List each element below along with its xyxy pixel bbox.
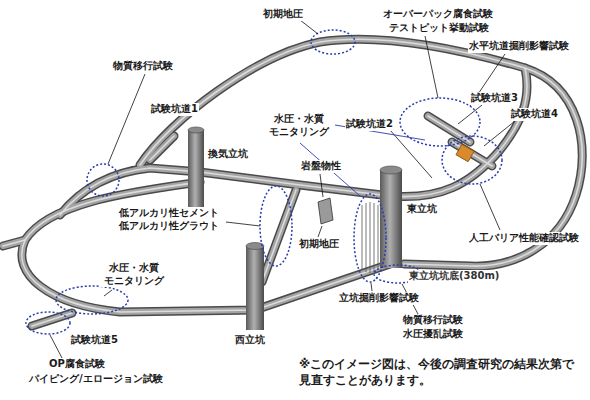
callout-label: 水平坑道掘削影響試験 <box>468 40 570 53</box>
callout-label: 初期地圧 <box>262 8 304 21</box>
callout-label: 試験坑道2 <box>345 118 394 131</box>
rock-sample <box>318 198 333 224</box>
callout-label: 東立坑 <box>406 203 438 216</box>
callout-label: 東立坑坑底(380m) <box>408 270 500 283</box>
callout-label: 試験坑道5 <box>70 334 119 347</box>
callout-label: 水圧・水質 モニタリング <box>100 262 168 287</box>
callout-label: 試験坑道3 <box>470 92 519 105</box>
callout-label: 岩盤物性 <box>300 160 342 173</box>
callout-label: 試験坑道1 <box>150 103 199 116</box>
callout-label: 物質移行試験 <box>112 60 174 73</box>
callout-label: 水圧擾乱試験 <box>402 328 464 341</box>
callout-label: 物質移行試験 <box>402 314 464 327</box>
revision-note: ※このイメージ図は、今後の調査研究の結果次第で 見直すことがあります。 <box>297 356 586 388</box>
barrier-band <box>456 144 474 161</box>
callout-label: OP腐食試験 <box>48 358 106 371</box>
callout-label: 低アルカリ性グラウト <box>118 220 220 233</box>
tunnel-tubes <box>3 39 582 326</box>
callout-label: 初期地圧 <box>298 238 340 251</box>
callout-label: 水圧・水質 モニタリング <box>265 113 333 138</box>
excavation-stripes <box>362 202 378 273</box>
callout-label: パイピング/エロージョン試験 <box>28 373 164 386</box>
callout-label: 試験坑道4 <box>510 108 559 121</box>
callout-label: テストピット挙動試験 <box>388 22 490 35</box>
callout-label: 西立坑 <box>234 334 266 347</box>
callout-label: 立坑掘削影響試験 <box>338 292 420 305</box>
leader-lines <box>50 20 515 358</box>
callout-label: オーバーパック腐食試験 <box>382 8 494 21</box>
callout-label: 換気立坑 <box>207 148 249 161</box>
test-area-ellipses <box>26 30 502 334</box>
callout-label: 人工バリア性能確認試験 <box>468 232 580 245</box>
callout-label: 低アルカリ性セメント <box>118 207 220 220</box>
